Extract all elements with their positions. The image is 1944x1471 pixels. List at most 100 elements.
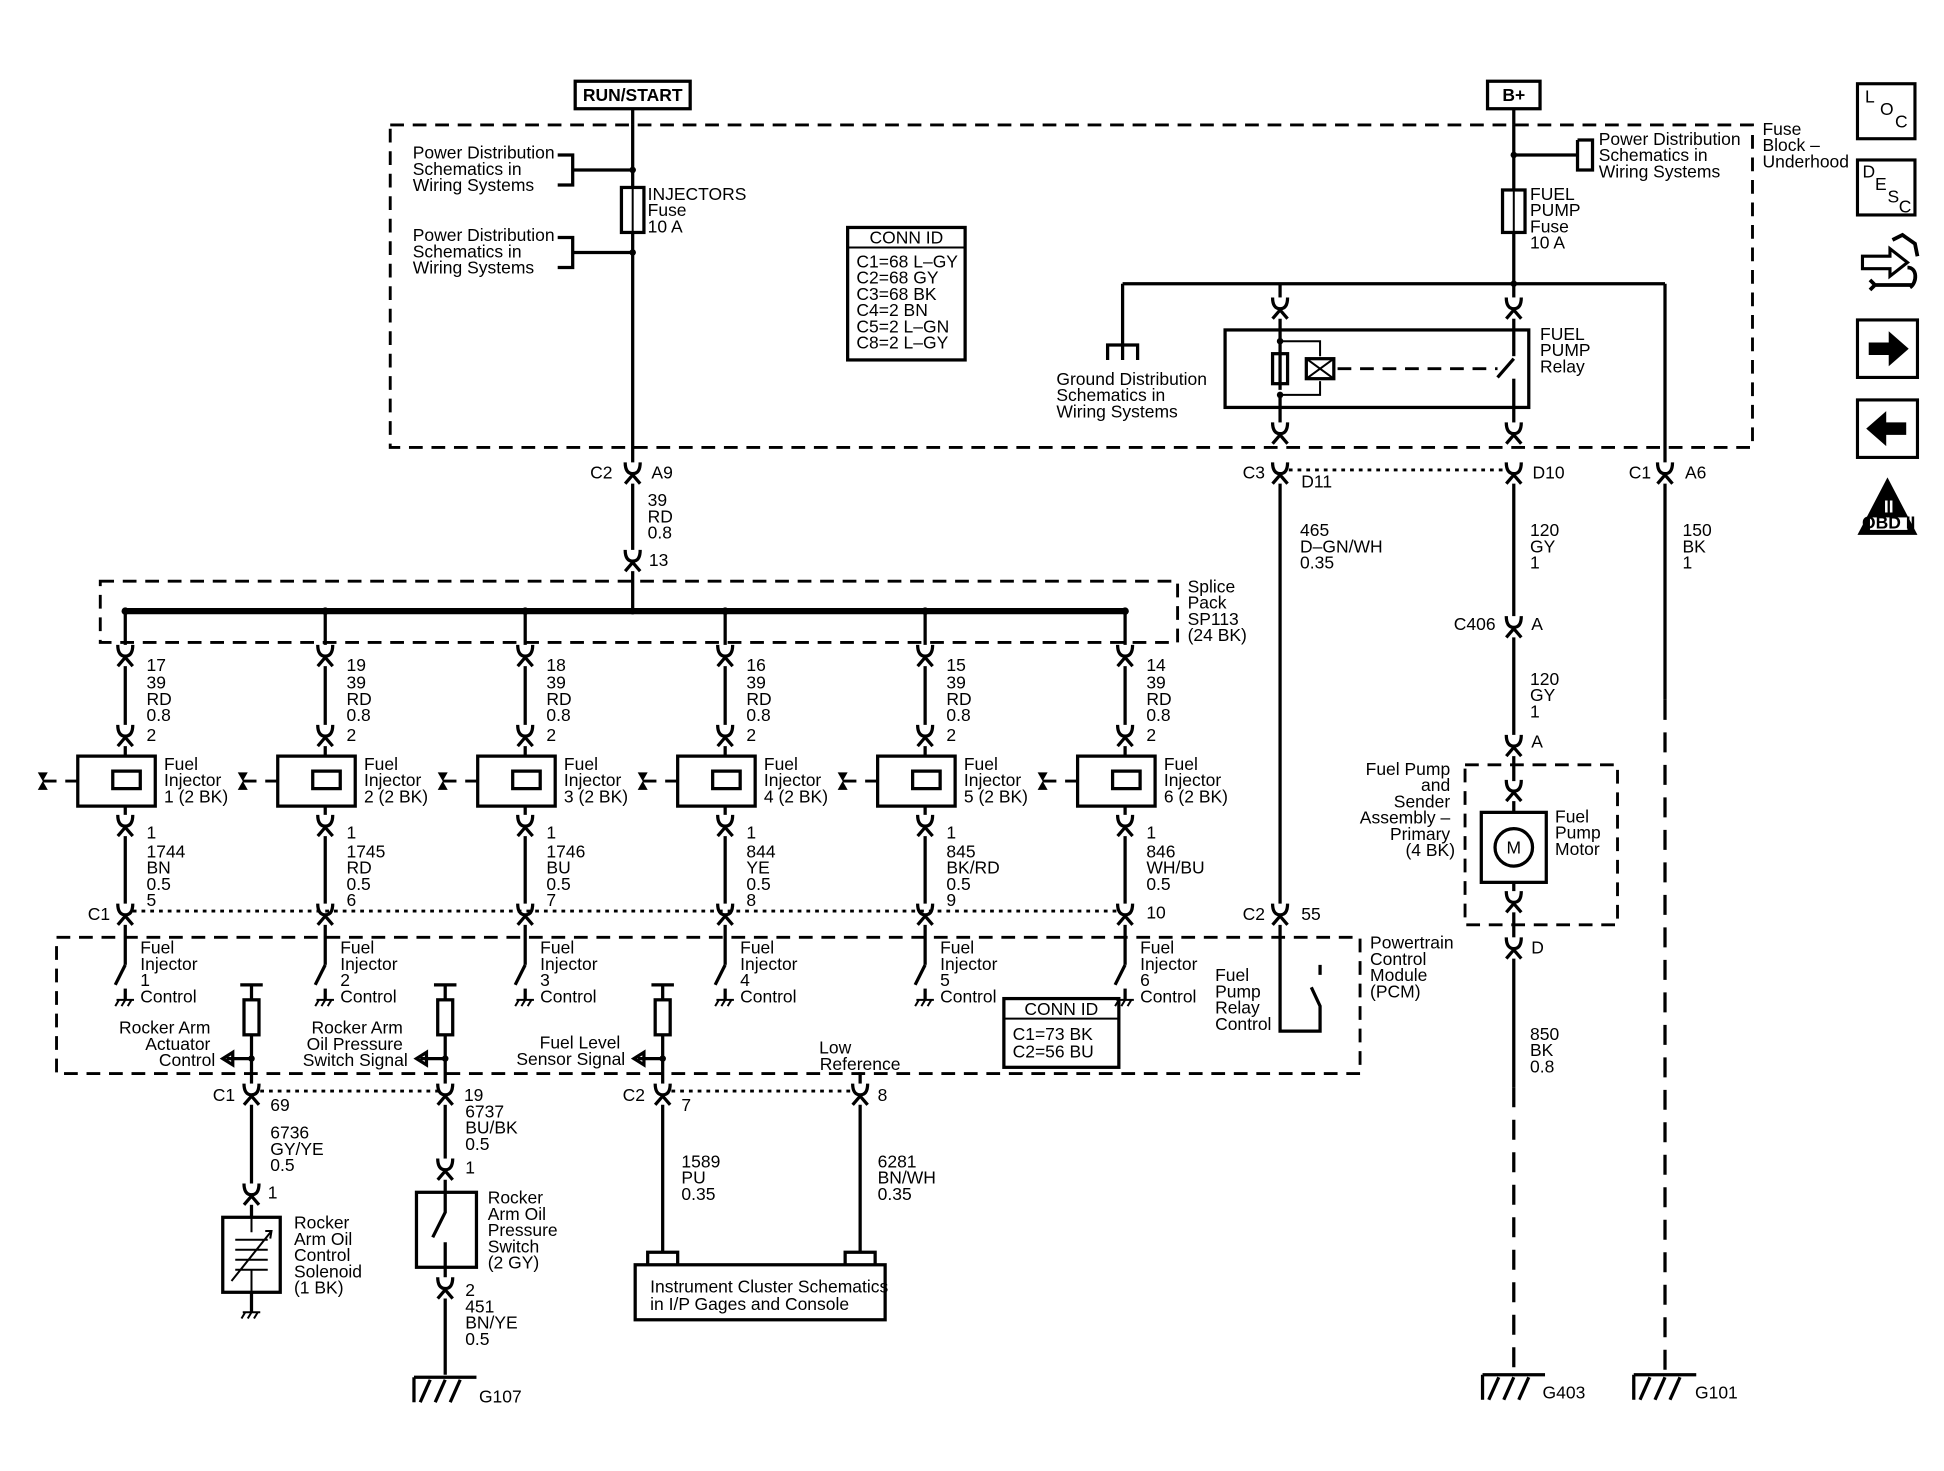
previous-page-button[interactable] [1855, 398, 1920, 459]
svg-text:Power Distribution Schem: Power Distribution Schematics in Wiring … [413, 225, 560, 277]
pcm-label: Powertrain Control Module (PCM) [1370, 933, 1458, 1002]
svg-text:1: 1 [147, 823, 157, 843]
fuel-pump-relay-label: FUEL PUMP Relay [1540, 324, 1595, 376]
description-button[interactable]: D E S C [1855, 158, 1917, 217]
c2-label: C2 [590, 463, 612, 483]
svg-text:Low Reference: Low Reference [819, 1038, 900, 1074]
fuel-injector-5 [876, 754, 957, 808]
svg-text:1: 1 [946, 823, 956, 843]
svg-text:19: 19 [346, 655, 365, 675]
svg-text:2: 2 [746, 725, 756, 745]
motor-symbol: M [1506, 838, 1521, 858]
svg-text:7: 7 [681, 1095, 691, 1115]
svg-text:Instrument Cluster Schematics: Instrument Cluster Schematics in I/P Gag… [650, 1276, 893, 1313]
splice-pack-boundary [98, 579, 1180, 644]
fuel-injector-4 [676, 754, 757, 808]
ground-dist-note: Ground Distribution Schematics in Wiring… [1056, 369, 1212, 421]
next-page-button[interactable] [1855, 318, 1920, 379]
c3-label: C3 [1243, 463, 1265, 483]
svg-text:6736 GY/YE 0.5: 6736 GY/YE 0.5 [270, 1123, 328, 1175]
location-button[interactable]: L O C [1855, 82, 1917, 141]
svg-text:Fuel Level Sensor Signal: Fuel Level Sensor Signal [516, 1033, 625, 1069]
conn-id-table-top: CONN ID C1=68 L–GY C2=68 GY C3=68 BK C4=… [846, 225, 967, 362]
svg-text:16: 16 [746, 655, 765, 675]
fuel-pump-assembly-label: Fuel Pump and Sender Assembly – Primary … [1360, 759, 1455, 860]
arrow-right-icon [1868, 331, 1909, 367]
svg-text:2: 2 [946, 725, 956, 745]
conn-id-table-pcm: CONN ID C1=73 BK C2=56 BU [1002, 996, 1121, 1069]
svg-text:Rocker Arm Actuator: Rocker Arm Actuator Control [119, 1018, 215, 1070]
pump-feed-wire-label-2: 120 GY 1 [1530, 669, 1564, 721]
svg-text:CONN ID: CONN ID [1024, 999, 1098, 1019]
svg-text:19: 19 [464, 1085, 483, 1105]
b-plus-label: B+ [1502, 85, 1525, 105]
relay-control-label: Fuel Pump Relay Control [1215, 965, 1271, 1034]
svg-text:8: 8 [878, 1085, 888, 1105]
repair-procedure-button[interactable] [1860, 232, 1920, 292]
svg-text:2: 2 [147, 725, 157, 745]
arrow-left-icon [1866, 411, 1907, 447]
splice-pack-label: Splice Pack SP113 (24 BK) [1188, 576, 1247, 645]
fuel-injector-3 [476, 754, 557, 808]
power-dist-note-2: Power Distribution Schematics in Wiring … [413, 225, 633, 278]
svg-text:6737 BU/BK 0.5: 6737 BU/BK 0.5 [465, 1101, 522, 1153]
svg-text:Rocker Arm Oil Pressure: Rocker Arm Oil Pressure Switch Signal [303, 1018, 408, 1070]
svg-text:CONN ID: CONN ID [869, 228, 943, 248]
fuel-pump-relay [1223, 328, 1531, 410]
ground-g403: G403 [1543, 1383, 1586, 1403]
run-start-label: RUN/START [583, 85, 683, 105]
svg-text:17: 17 [147, 655, 166, 675]
power-dist-note-1: Power Distribution Schematics in Wiring … [413, 143, 633, 195]
pump-ground-wire-label: 850 BK 0.8 [1530, 1024, 1564, 1076]
pump-feed-wire-label: 120 GY 1 [1530, 520, 1564, 572]
fuel-injector-2 [276, 754, 357, 808]
svg-text:451 BN/YE 0.5: 451 BN/YE 0.5 [465, 1296, 522, 1348]
svg-text:69: 69 [270, 1095, 289, 1115]
svg-text:2: 2 [465, 1280, 475, 1300]
obd-ii-button[interactable]: II OBD II [1857, 477, 1918, 535]
fuel-level-circuit: Fuel Level Sensor Signal C2 7 1589 PU 0.… [516, 983, 941, 1322]
c406-pin-a: A [1531, 614, 1543, 634]
svg-text:2: 2 [546, 725, 556, 745]
svg-text:C1=73 BK C2=56 BU: C1=73 BK C2=56 BU [1013, 1024, 1098, 1061]
svg-text:C2: C2 [623, 1085, 645, 1105]
c1-label-pcm: C1 [88, 904, 110, 924]
c406-label: C406 [1454, 614, 1496, 634]
pump-pin-d: D [1531, 938, 1544, 958]
injectors-fuse-label: INJECTORS Fuse 10 A [648, 184, 752, 236]
d11-label: D11 [1301, 471, 1332, 491]
svg-text:C1: C1 [213, 1085, 235, 1105]
svg-text:1: 1 [746, 823, 756, 843]
svg-text:C1=68 L–GY C2=68 GY: C1=68 L–GY C2=68 GY C3=68 BK C4=2 BN C5=… [856, 251, 962, 352]
location-icon: L O C [1865, 86, 1908, 131]
fuel-pump-sender-assembly [1463, 763, 1619, 927]
ground-g107: G107 [479, 1386, 522, 1406]
svg-text:1: 1 [268, 1183, 278, 1203]
svg-text:Power Distribution Schem: Power Distribution Schematics in Wiring … [413, 143, 560, 195]
svg-text:2: 2 [346, 725, 356, 745]
svg-text:15: 15 [946, 655, 965, 675]
svg-text:6281 BN/WH 0.35: 6281 BN/WH 0.35 [878, 1151, 941, 1203]
wrench-arrow-icon [1860, 232, 1920, 292]
